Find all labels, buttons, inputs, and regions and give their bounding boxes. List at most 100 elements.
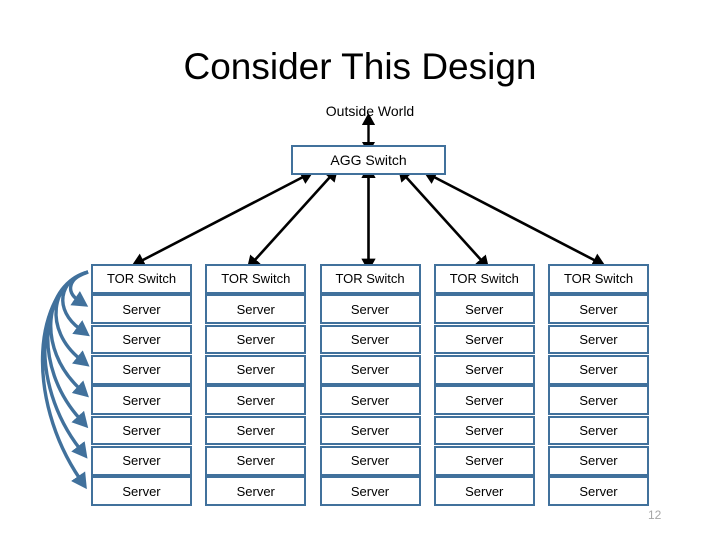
server-box[interactable]: Server — [91, 415, 192, 446]
tor-switch-box-5[interactable]: TOR Switch — [548, 264, 649, 294]
server-box[interactable]: Server — [205, 385, 307, 416]
server-box[interactable]: Server — [205, 324, 307, 355]
rack-column-3: TOR Switch Server Server Server Server S… — [319, 264, 421, 506]
server-label: Server — [122, 483, 161, 499]
server-box[interactable]: Server — [319, 476, 421, 506]
server-box[interactable]: Server — [319, 324, 421, 355]
server-label: Server — [465, 332, 504, 348]
agg-switch-label: AGG Switch — [330, 152, 407, 168]
server-box[interactable]: Server — [433, 354, 535, 385]
server-label: Server — [122, 362, 161, 378]
server-label: Server — [579, 453, 618, 469]
server-label: Server — [350, 422, 390, 438]
server-box[interactable]: Server — [319, 445, 421, 476]
server-box[interactable]: Server — [548, 354, 649, 385]
agg-switch-box[interactable]: AGG Switch — [291, 145, 446, 175]
server-box[interactable]: Server — [548, 415, 649, 446]
server-box[interactable]: Server — [433, 476, 535, 506]
tor-switch-box-1[interactable]: TOR Switch — [91, 264, 192, 294]
server-box[interactable]: Server — [319, 354, 421, 385]
server-label: Server — [579, 392, 618, 408]
tor-to-server-curve-7 — [40, 270, 89, 490]
agg-to-tor-connector-4 — [397, 168, 490, 269]
server-label: Server — [122, 422, 161, 438]
server-label: Server — [236, 422, 275, 438]
server-label: Server — [579, 332, 618, 348]
server-label: Server — [236, 362, 275, 378]
server-label: Server — [122, 453, 161, 469]
tor-to-server-curve-1 — [68, 270, 89, 307]
server-box[interactable]: Server — [433, 294, 535, 325]
agg-to-tor-connector-2 — [246, 168, 339, 269]
server-box[interactable]: Server — [91, 445, 192, 476]
server-box[interactable]: Server — [548, 294, 649, 325]
tor-switch-label: TOR Switch — [563, 271, 634, 287]
server-label: Server — [579, 422, 618, 438]
server-box[interactable]: Server — [91, 294, 192, 325]
server-box[interactable]: Server — [548, 445, 649, 476]
server-label: Server — [236, 453, 275, 469]
server-box[interactable]: Server — [433, 415, 535, 446]
server-box[interactable]: Server — [548, 476, 649, 506]
server-box[interactable]: Server — [433, 445, 535, 476]
server-box[interactable]: Server — [548, 385, 649, 416]
tor-to-server-curve-3 — [54, 270, 90, 367]
tor-switch-label: TOR Switch — [335, 271, 405, 287]
tor-switch-label: TOR Switch — [106, 271, 177, 287]
server-box[interactable]: Server — [91, 354, 192, 385]
server-label: Server — [465, 483, 504, 499]
server-box[interactable]: Server — [433, 385, 535, 416]
server-box[interactable]: Server — [91, 476, 192, 506]
server-label: Server — [465, 362, 504, 378]
page-number: 12 — [648, 508, 662, 522]
server-box[interactable]: Server — [205, 415, 307, 446]
agg-to-tor-connector-5 — [423, 171, 606, 267]
rack-column-5: TOR Switch Server Server Server Server S… — [548, 264, 649, 506]
server-box[interactable]: Server — [205, 476, 307, 506]
server-label: Server — [579, 483, 618, 499]
server-label: Server — [122, 392, 161, 408]
rack-column-1: TOR Switch Server Server Server Server S… — [91, 264, 192, 506]
tor-switch-box-2[interactable]: TOR Switch — [205, 264, 307, 294]
rack-column-4: TOR Switch Server Server Server Server S… — [433, 264, 535, 506]
server-label: Server — [579, 301, 618, 317]
outside-world-label: Outside World — [325, 103, 415, 119]
server-label: Server — [579, 362, 618, 378]
server-box[interactable]: Server — [319, 385, 421, 416]
server-label: Server — [465, 301, 504, 317]
server-box[interactable]: Server — [433, 324, 535, 355]
tor-switch-box-3[interactable]: TOR Switch — [319, 264, 421, 294]
server-label: Server — [122, 301, 161, 317]
agg-to-tor-connectors — [131, 165, 606, 272]
tor-to-server-curve-4 — [49, 270, 89, 398]
tor-to-server-curve-6 — [43, 270, 89, 459]
server-box[interactable]: Server — [205, 354, 307, 385]
server-box[interactable]: Server — [548, 324, 649, 355]
server-label: Server — [465, 453, 504, 469]
tor-switch-label: TOR Switch — [449, 271, 519, 287]
tor-to-server-curve-5 — [46, 270, 89, 429]
server-label: Server — [350, 332, 390, 348]
server-box[interactable]: Server — [319, 294, 421, 325]
tor-to-server-curve-2 — [61, 270, 90, 337]
server-box[interactable]: Server — [205, 445, 307, 476]
server-label: Server — [465, 422, 504, 438]
server-label: Server — [122, 332, 161, 348]
server-box[interactable]: Server — [91, 324, 192, 355]
page-title: Consider This Design — [183, 46, 537, 87]
server-label: Server — [350, 453, 390, 469]
server-label: Server — [236, 483, 275, 499]
server-label: Server — [236, 301, 275, 317]
server-label: Server — [350, 301, 390, 317]
server-box[interactable]: Server — [91, 385, 192, 416]
tor-to-server-curved-connectors — [40, 270, 90, 490]
server-label: Server — [350, 483, 390, 499]
rack-column-2: TOR Switch Server Server Server Server S… — [205, 264, 307, 506]
tor-switch-box-4[interactable]: TOR Switch — [433, 264, 535, 294]
server-label: Server — [350, 392, 390, 408]
tor-switch-label: TOR Switch — [221, 271, 291, 287]
server-label: Server — [236, 332, 275, 348]
server-box[interactable]: Server — [205, 294, 307, 325]
server-box[interactable]: Server — [319, 415, 421, 446]
